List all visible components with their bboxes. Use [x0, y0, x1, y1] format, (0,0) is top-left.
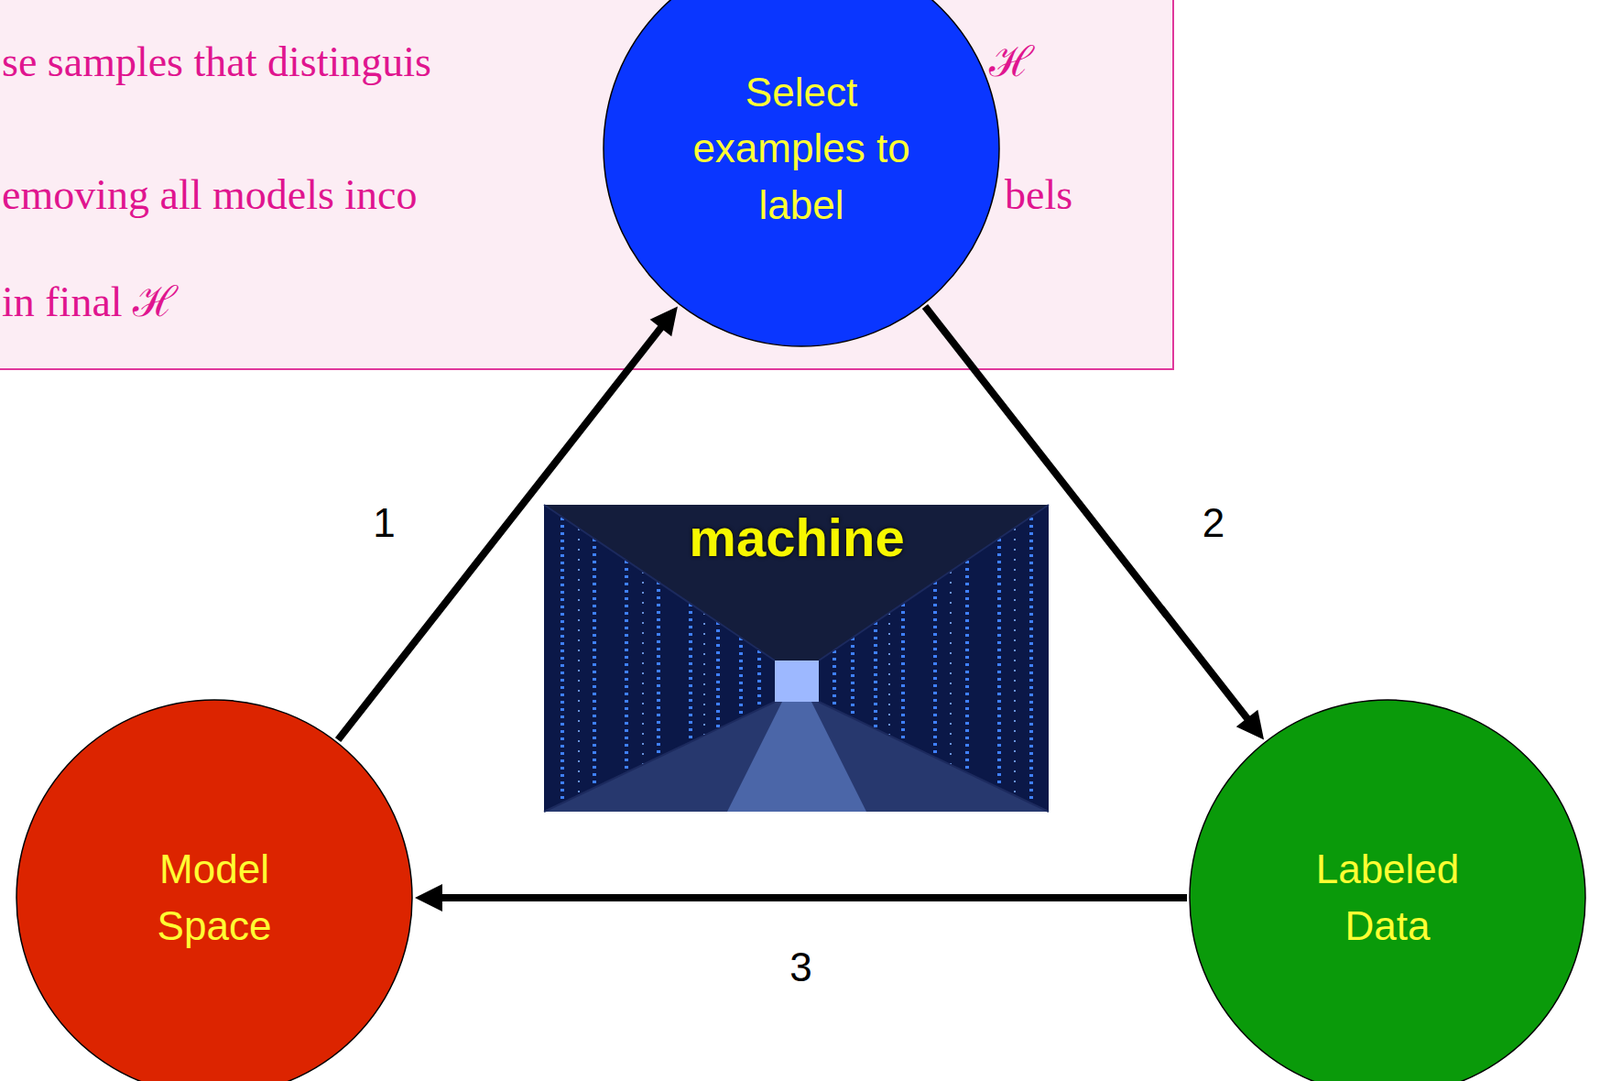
flow-arrow	[438, 893, 1187, 902]
note-text: bels	[1004, 169, 1073, 220]
server-hall-picture	[544, 504, 1049, 812]
node-label: Model Space	[118, 840, 311, 954]
circle-fill	[16, 699, 413, 1081]
process-circle: Labeled Data	[1188, 698, 1587, 1081]
note-text: se samples that distinguis	[1, 36, 432, 88]
note-panel-fill	[0, 0, 1174, 370]
step-number: 2	[1202, 500, 1225, 545]
step-number: 3	[789, 945, 812, 990]
circle-fill	[603, 0, 1000, 347]
step-number: 1	[372, 500, 395, 545]
arrow-head	[414, 883, 443, 912]
arrow-head	[650, 305, 678, 337]
note-panel: se samples that distinguis ℋemoving all m…	[0, 0, 1174, 370]
circle-content: Select examples to label	[602, 0, 1001, 348]
flow-arrow	[925, 305, 1250, 721]
picture-caption: machine	[688, 508, 904, 567]
process-circle: Select examples to label	[602, 0, 1001, 348]
node-label: Select examples to label	[686, 64, 916, 234]
note-text: in final ℋ	[1, 276, 178, 327]
circle-content: Model Space	[15, 698, 414, 1081]
process-circle: Model Space	[15, 698, 414, 1081]
circle-content: Labeled Data	[1188, 698, 1587, 1081]
flow-arrow	[337, 325, 664, 741]
node-label: Labeled Data	[1291, 840, 1484, 954]
note-text: ℋ	[989, 36, 1035, 88]
circle-fill	[1189, 699, 1586, 1081]
circle-outline	[602, 0, 1001, 348]
note-text: emoving all models inco	[1, 169, 418, 220]
arrow-head	[1236, 709, 1264, 741]
